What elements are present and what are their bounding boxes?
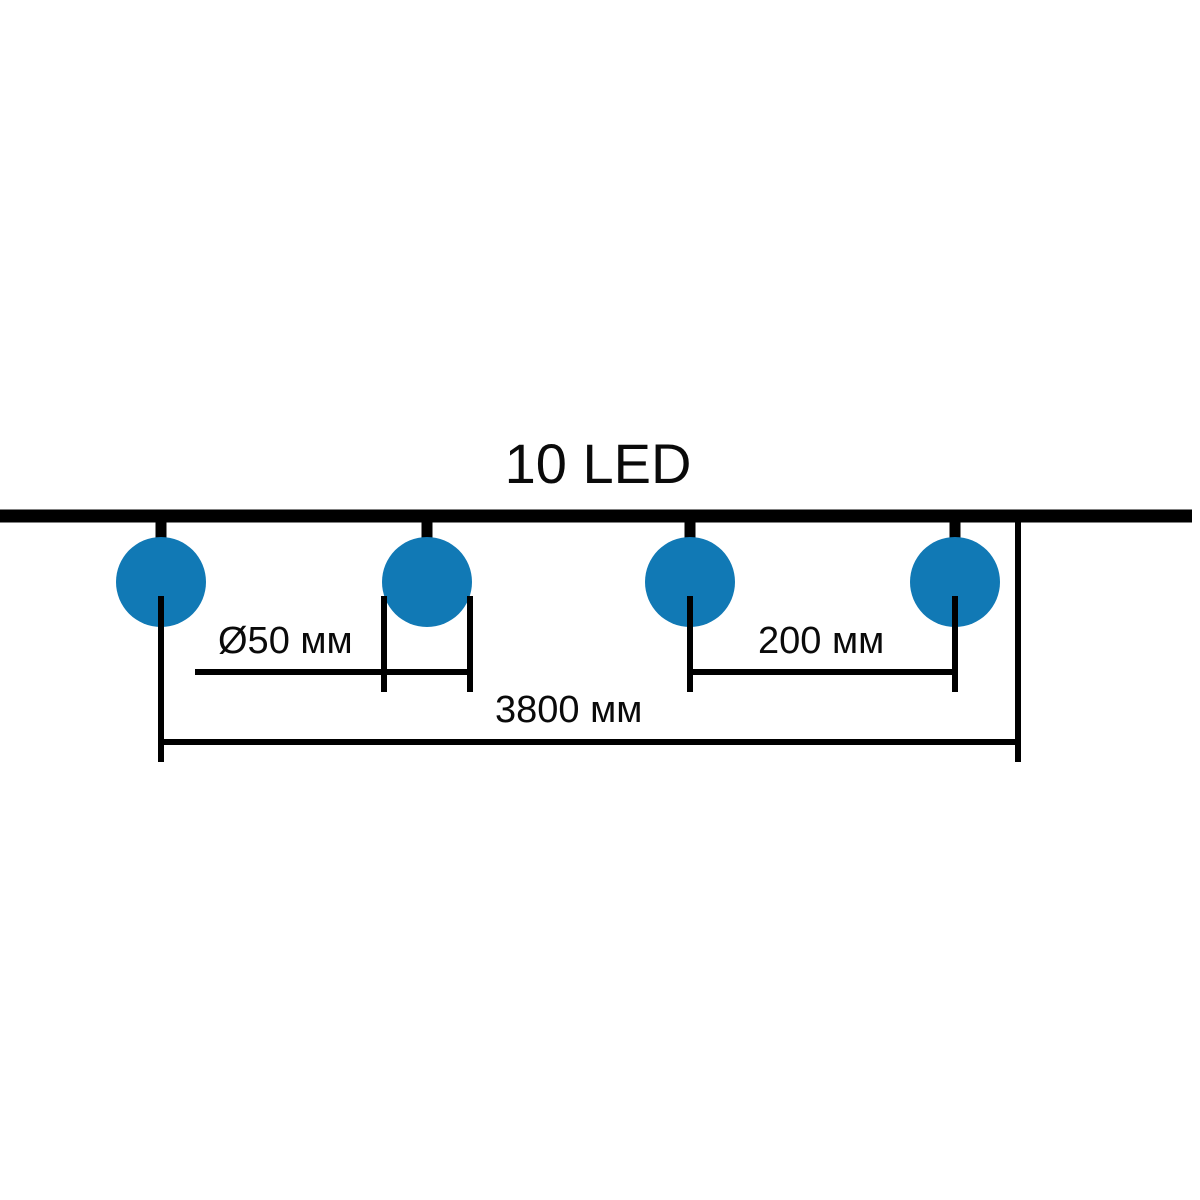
diameter-label: Ø50 мм <box>218 620 353 662</box>
dimension-bulb-diameter: Ø50 мм <box>195 596 473 692</box>
total-length-label: 3800 мм <box>495 689 642 731</box>
dimension-bulb-spacing: 200 мм <box>687 596 958 692</box>
dimension-total-length: 3800 мм <box>158 520 1021 762</box>
bulb-circle-4 <box>910 537 1000 627</box>
bulb-circle-3 <box>645 537 735 627</box>
led-bulb-2 <box>382 512 472 627</box>
bulb-circle-1 <box>116 537 206 627</box>
page-title: 10 LED <box>505 432 692 495</box>
led-bulb-4 <box>910 512 1000 627</box>
bulb-circle-2 <box>382 537 472 627</box>
led-bulb-1 <box>116 512 206 627</box>
spacing-label: 200 мм <box>758 620 884 662</box>
led-bulb-3 <box>645 512 735 627</box>
